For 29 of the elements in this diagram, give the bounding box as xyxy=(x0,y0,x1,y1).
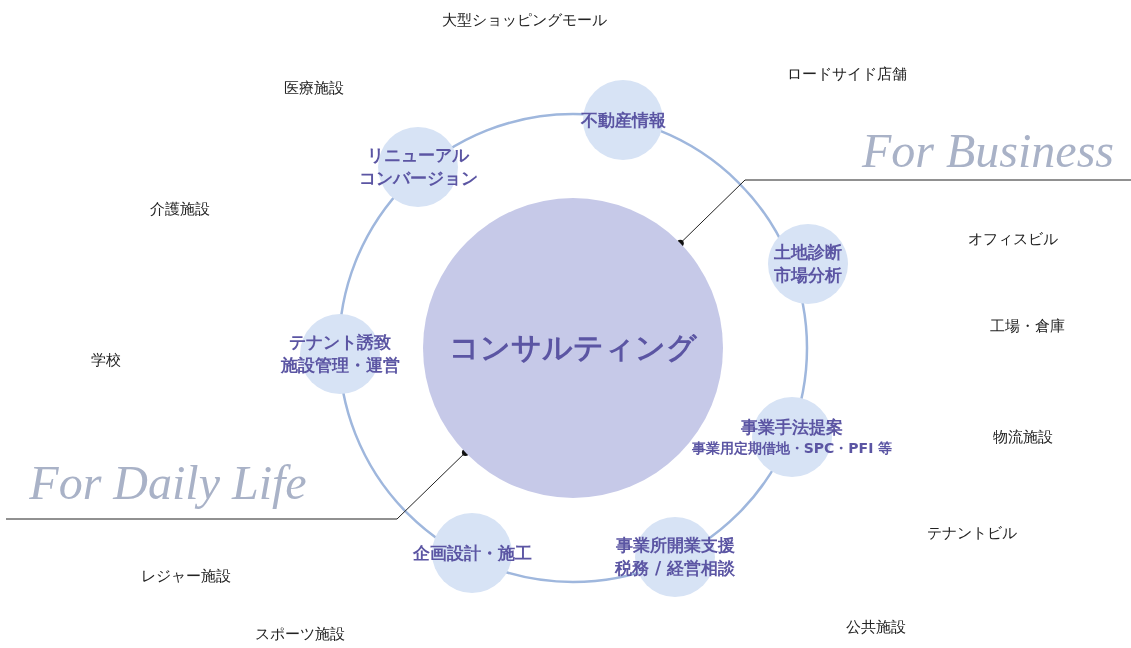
service-label: 施設管理・運営 xyxy=(280,354,400,377)
facility-label: スポーツ施設 xyxy=(255,624,345,644)
facility-label: ロードサイド店舗 xyxy=(787,64,907,84)
leader-line xyxy=(5,449,469,520)
facility-label: 物流施設 xyxy=(993,427,1053,447)
main-label: コンサルティング xyxy=(449,328,697,367)
leader-line xyxy=(676,179,1131,247)
script-heading: For Business xyxy=(862,122,1114,178)
service-label: 企画設計・施工 xyxy=(412,541,532,565)
facility-label: 学校 xyxy=(91,350,121,370)
facility-label: 工場・倉庫 xyxy=(989,316,1065,336)
facility-label: 公共施設 xyxy=(846,617,906,637)
facility-label: 介護施設 xyxy=(150,199,210,219)
service-label: 事業用定期借地・SPC・PFI 等 xyxy=(691,439,893,458)
facility-label: レジャー施設 xyxy=(141,566,231,586)
facility-label: オフィスビル xyxy=(968,229,1058,249)
service-label: 税務 / 経営相談 xyxy=(614,557,735,580)
service-label: 土地診断 xyxy=(774,241,842,264)
service-label: 事業手法提案 xyxy=(741,416,843,439)
facility-label: 大型ショッピングモール xyxy=(441,10,607,30)
service-label: コンバージョン xyxy=(358,167,478,190)
facility-label: 医療施設 xyxy=(284,78,344,98)
service-label: テナント誘致 xyxy=(289,331,391,354)
service-label: リニューアル xyxy=(367,144,469,167)
service-label: 事業所開業支援 xyxy=(615,534,735,557)
service-label: 不動産情報 xyxy=(580,108,666,132)
facility-label: テナントビル xyxy=(927,523,1017,543)
script-heading: For Daily Life xyxy=(29,454,307,510)
service-label: 市場分析 xyxy=(774,264,842,287)
